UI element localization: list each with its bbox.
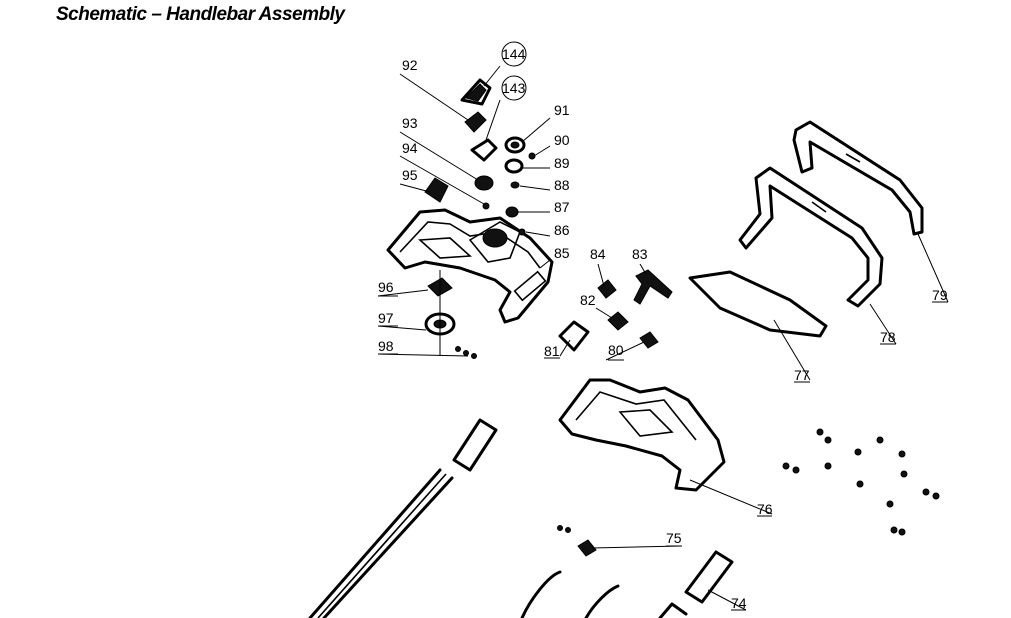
lower-part-fragment <box>658 602 688 618</box>
label-78: 78 <box>880 329 896 345</box>
label-94: 94 <box>402 140 418 156</box>
lower-curved-tube <box>520 570 562 618</box>
part-81-bracket <box>558 320 590 352</box>
label-circle-144 <box>501 41 527 67</box>
label-144: 144 <box>502 46 526 62</box>
label-83: 83 <box>632 246 648 262</box>
label-89: 89 <box>554 155 570 171</box>
upright-tube <box>308 418 498 618</box>
label-79: 79 <box>932 287 948 303</box>
part-87-spring <box>505 206 519 218</box>
part-90-nut <box>528 152 536 160</box>
label-98: 98 <box>378 338 394 354</box>
leader-lines <box>377 65 949 611</box>
part-75-knob <box>577 539 597 557</box>
part-91-washer <box>504 136 526 154</box>
label-95: 95 <box>402 167 418 183</box>
diagram-title: Schematic – Handlebar Assembly <box>56 4 345 25</box>
label-92: 92 <box>402 57 418 73</box>
label-91: 91 <box>554 102 570 118</box>
part-86-screw <box>518 228 526 236</box>
part-84-knob <box>597 279 617 299</box>
label-81: 81 <box>544 343 560 359</box>
part-92-knob <box>464 111 487 133</box>
part-144-cap <box>460 78 492 106</box>
part-93-knob <box>474 175 494 191</box>
lower-curved-tube-2 <box>584 584 620 618</box>
label-84: 84 <box>590 246 606 262</box>
label-85: 85 <box>554 245 570 261</box>
part-79-handlebar <box>792 120 924 236</box>
label-80: 80 <box>608 342 624 358</box>
console-frame-upper <box>386 208 554 324</box>
label-77: 77 <box>794 367 810 383</box>
label-underlines <box>378 295 948 611</box>
label-96: 96 <box>378 279 394 295</box>
part-88-nut <box>510 181 520 189</box>
part-77-pad <box>688 270 828 338</box>
label-circle-143 <box>501 75 527 101</box>
part-143-cap <box>470 138 498 162</box>
part-82-pin <box>607 311 629 331</box>
part-98-screws <box>455 346 477 359</box>
label-88: 88 <box>554 177 570 193</box>
label-76: 76 <box>757 501 773 517</box>
label-74: 74 <box>731 595 747 611</box>
label-82: 82 <box>580 292 596 308</box>
label-87: 87 <box>554 199 570 215</box>
part-78-handlebar <box>738 166 884 308</box>
label-93: 93 <box>402 115 418 131</box>
part-74-sleeve <box>684 550 734 604</box>
part-80-cap <box>639 331 659 349</box>
hardware-screws <box>557 428 940 536</box>
part-89-washer <box>504 158 524 174</box>
label-86: 86 <box>554 222 570 238</box>
label-143: 143 <box>502 80 526 96</box>
label-90: 90 <box>554 132 570 148</box>
label-97: 97 <box>378 310 394 326</box>
part-94-screw <box>482 202 490 210</box>
label-75: 75 <box>666 530 682 546</box>
part-76-console-frame-lower <box>558 378 726 492</box>
part-95-bushing <box>424 177 449 203</box>
part-83-lever <box>633 269 673 305</box>
